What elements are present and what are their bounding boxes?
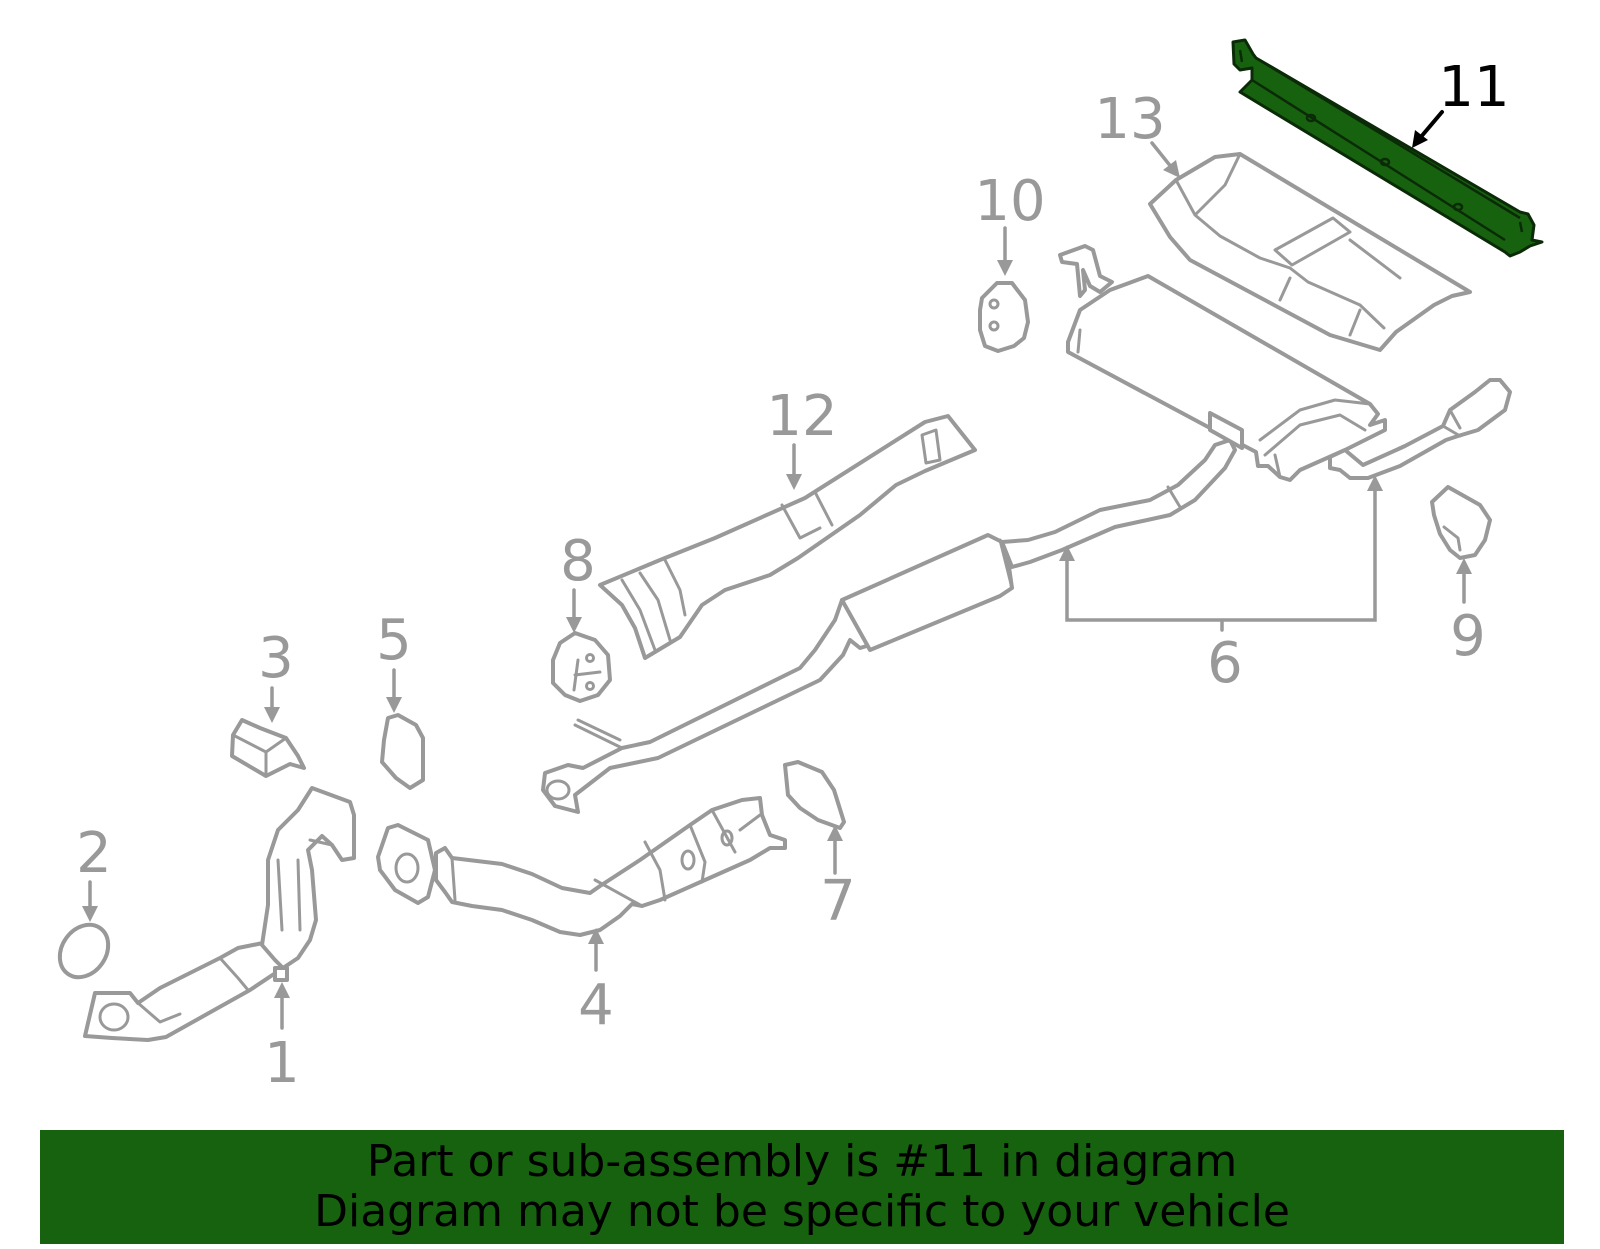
part-9-hanger[interactable] [1430, 485, 1492, 560]
info-banner: Part or sub-assembly is #11 in diagram D… [40, 1130, 1564, 1244]
part-13-heat-shield[interactable] [1148, 152, 1472, 352]
part-3-bracket[interactable] [230, 718, 306, 778]
part-10-hanger[interactable] [978, 281, 1030, 353]
banner-line-1: Part or sub-assembly is #11 in diagram [366, 1136, 1238, 1187]
callout-4: 4 [578, 973, 614, 1038]
part-4-catalytic-converter[interactable] [376, 796, 787, 937]
callout-11: 11 [1438, 55, 1509, 120]
part-6-exhaust-pipe-assembly[interactable] [541, 244, 1512, 814]
callout-9: 9 [1450, 604, 1486, 669]
part-8-hanger[interactable] [551, 631, 612, 703]
part-12-heat-shield[interactable] [598, 414, 977, 660]
callout-6: 6 [1207, 631, 1243, 696]
part-5-heat-insulator[interactable] [380, 713, 425, 790]
part-11-heat-shield-highlighted[interactable] [1231, 38, 1544, 258]
callout-arrows [82, 110, 1472, 1030]
callout-10: 10 [974, 169, 1045, 234]
part-1-front-pipe[interactable] [83, 786, 356, 1042]
callout-12: 12 [766, 384, 837, 449]
part-7-heat-insulator[interactable] [783, 760, 846, 830]
callout-3: 3 [258, 626, 294, 691]
callout-13: 13 [1094, 87, 1165, 152]
callout-7: 7 [820, 869, 856, 934]
callout-8: 8 [560, 529, 596, 594]
banner-line-2: Diagram may not be specific to your vehi… [314, 1186, 1290, 1237]
callout-5: 5 [376, 608, 412, 673]
callout-labels: 1 2 3 4 5 6 7 8 9 10 11 12 13 [76, 55, 1509, 1096]
part-2-gasket[interactable] [50, 915, 118, 986]
callout-2: 2 [76, 821, 112, 886]
callout-1: 1 [264, 1031, 300, 1096]
